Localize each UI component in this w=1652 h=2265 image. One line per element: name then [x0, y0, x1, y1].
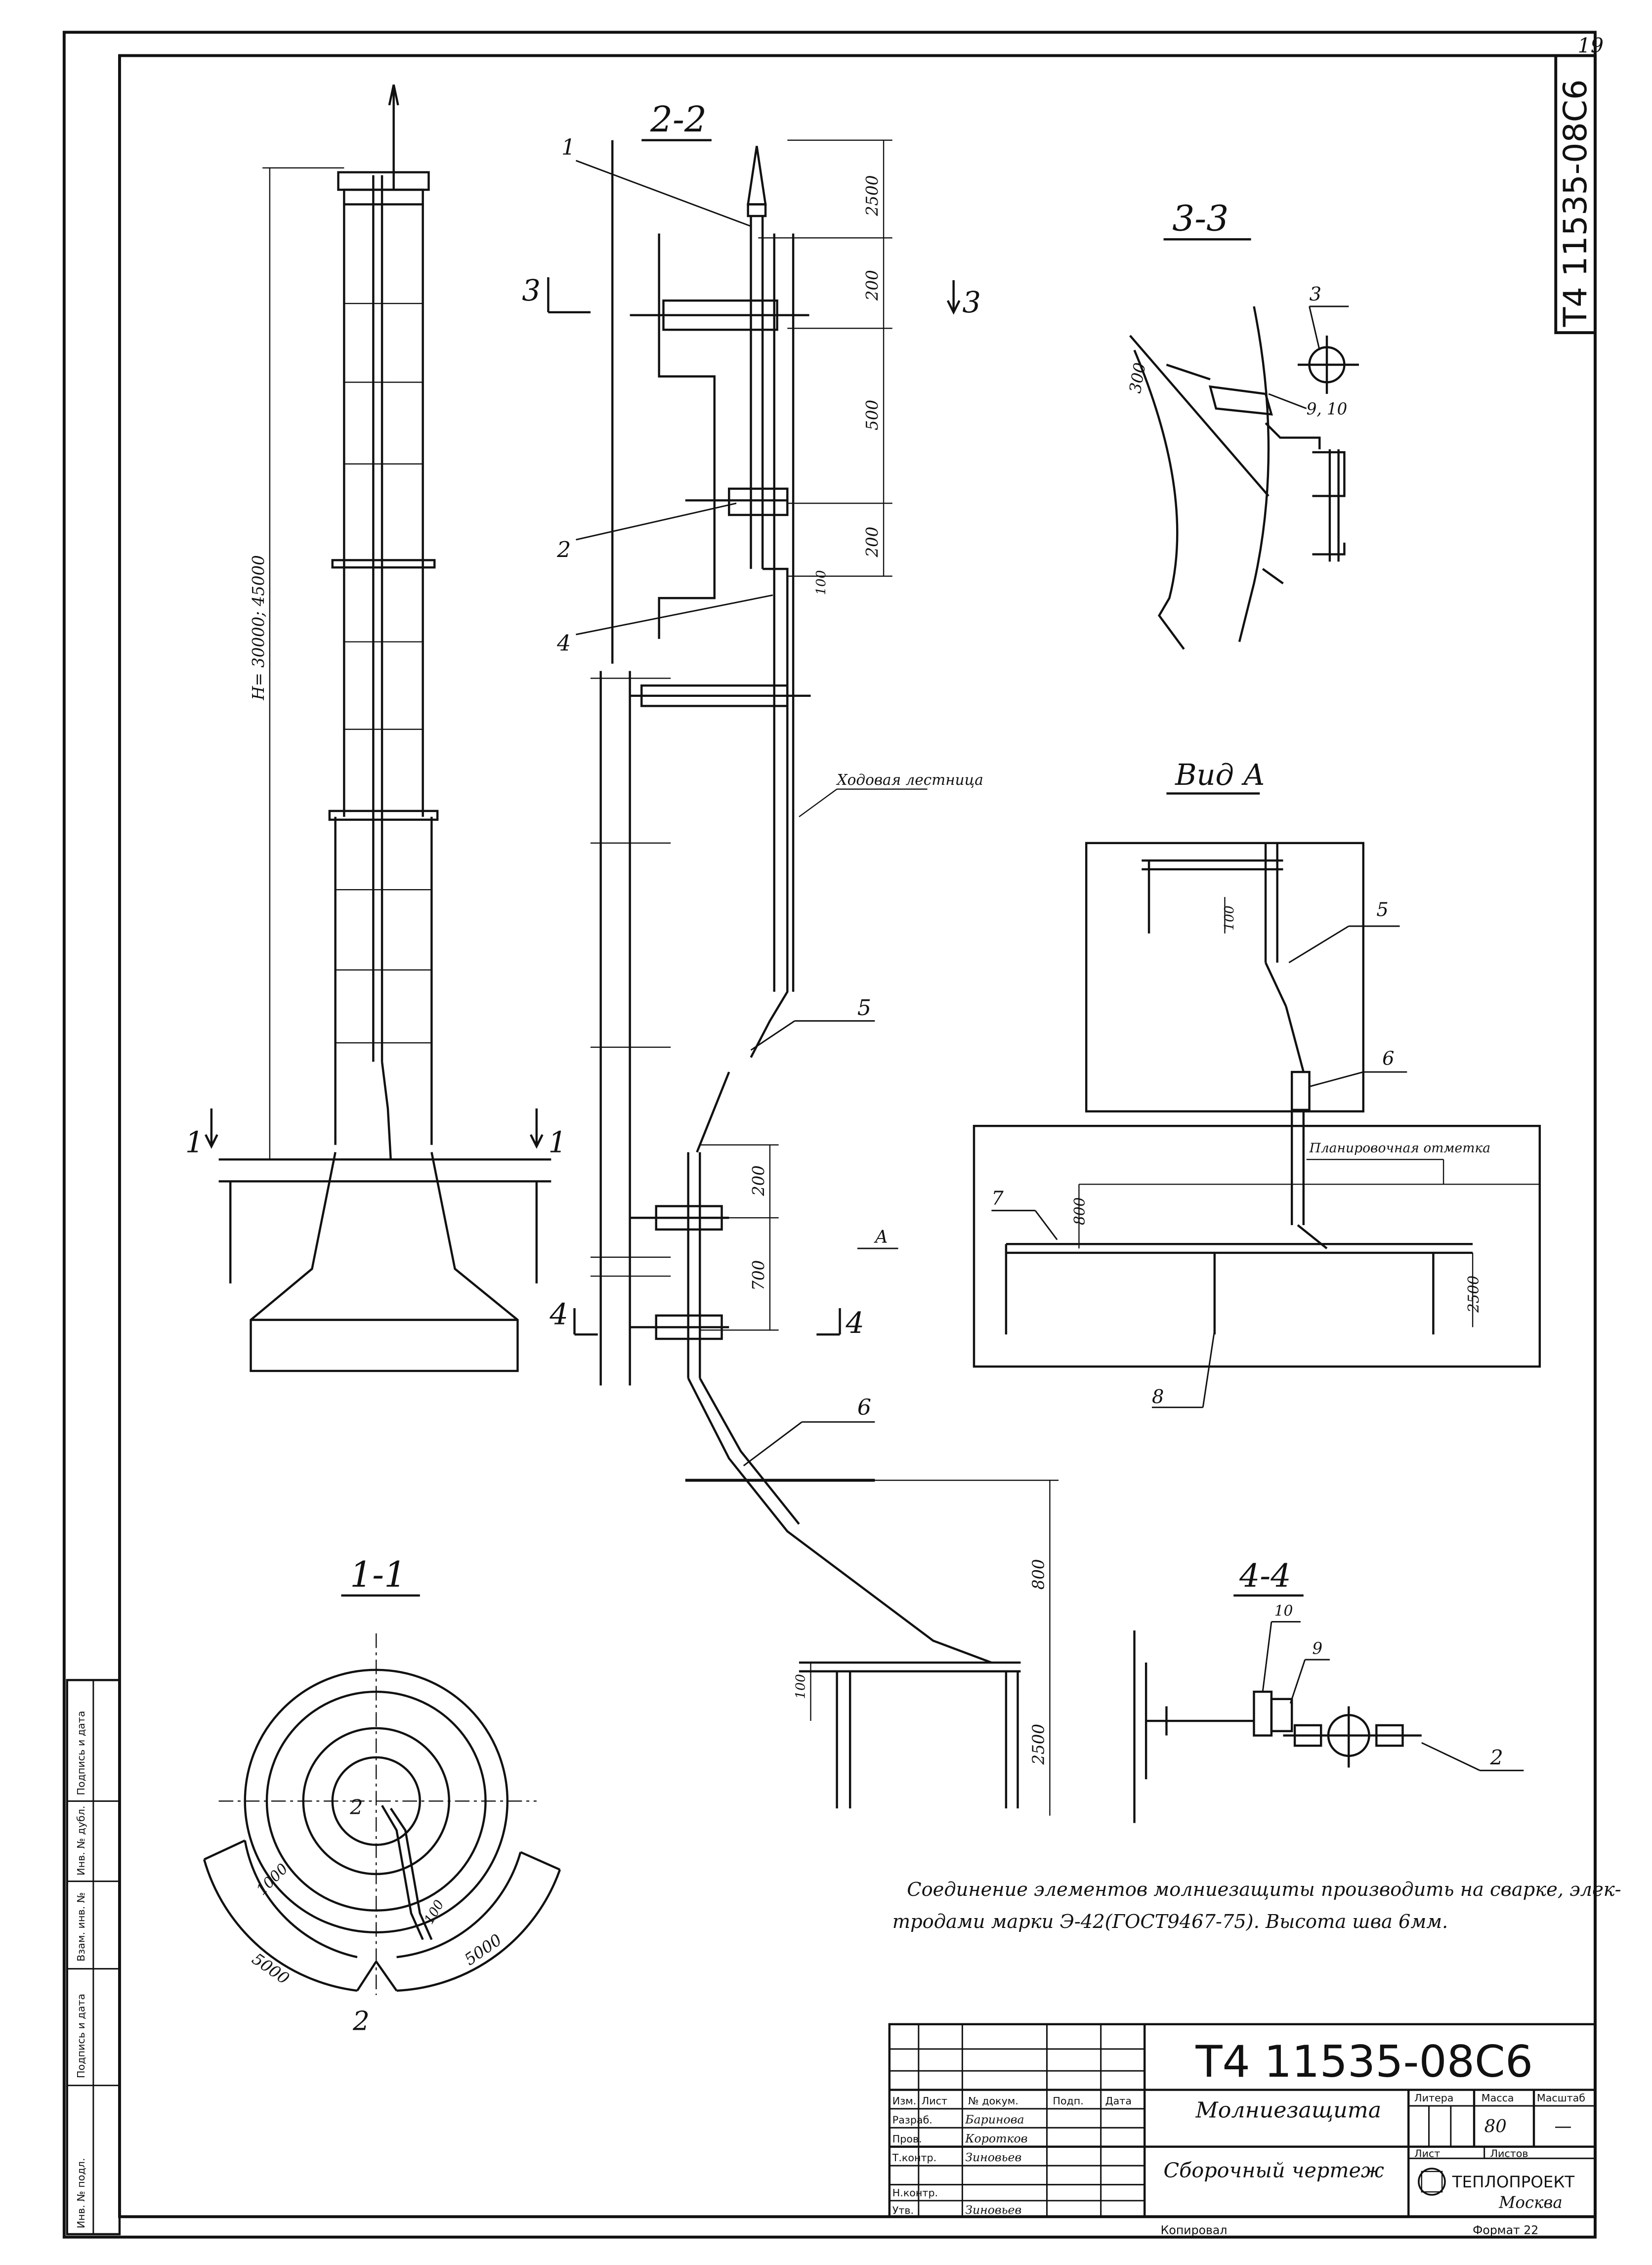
dim-2500-c: 2500 [1465, 1276, 1482, 1313]
section-4-4-title: 4-4 [1239, 1558, 1291, 1595]
note-line-1: Соединение элементов молниезащиты произв… [907, 1879, 1621, 1901]
hdr-masshtab: Масштаб [1537, 2092, 1585, 2104]
stamp-col1: Инв. № подл. [75, 2158, 87, 2228]
callout-10: 10 [1274, 1603, 1293, 1620]
role-utv: Утв. [892, 2204, 914, 2216]
dim-200-b: 200 [863, 527, 882, 558]
title-code: Т4 11535-08С6 [1195, 2036, 1533, 2087]
dim-2500: 2500 [863, 175, 882, 217]
section-1-1-title: 1-1 [350, 1554, 406, 1595]
ladder-label: Ходовая лестница [836, 771, 983, 788]
cut-4-left: 4 [549, 1297, 568, 1331]
corner-code: Т4 11535-08С6 [1557, 80, 1594, 328]
role-razrab: Разраб. [892, 2114, 932, 2126]
cut-1-marks [205, 1108, 544, 1149]
section-2-2-drawing [590, 139, 1059, 1816]
callout-5-a: 5 [1376, 898, 1388, 921]
org-name: ТЕПЛОПРОЕКТ [1452, 2173, 1575, 2191]
chimney-elevation [218, 85, 551, 1372]
dim-100-c: 100 [1222, 905, 1237, 931]
stamp-col5: Подпись и дата [75, 1711, 87, 1795]
org-logo [1418, 2168, 1446, 2196]
dim-100-b: 100 [793, 1674, 808, 1699]
mass-value: 80 [1484, 2116, 1507, 2137]
hdr-data: Дата [1105, 2095, 1132, 2107]
stamp-col3: Взам. инв. № [75, 1892, 87, 1962]
callout-1: 1 [561, 135, 575, 160]
dim-500: 500 [863, 400, 882, 430]
hdr-sheets: Листов [1490, 2147, 1528, 2159]
name-tkontr: Зиновьев [965, 2150, 1021, 2164]
title-subtitle: Сборочный чертеж [1164, 2159, 1384, 2182]
mark-a: А [873, 1227, 888, 1247]
callout-3: 3 [1310, 283, 1321, 305]
callout-6-a: 6 [1382, 1047, 1394, 1069]
dim-800-b: 800 [1071, 1197, 1088, 1225]
org-city: Москва [1498, 2193, 1563, 2212]
section-3-3-title: 3-3 [1172, 198, 1228, 239]
title-name: Молниезащита [1195, 2098, 1381, 2123]
height-dimension: Н= 30000; 45000 [249, 555, 268, 700]
mark-2-bottom: 2 [352, 2006, 370, 2037]
hdr-izm: Изм. [892, 2095, 917, 2107]
scale-value: — [1554, 2116, 1571, 2137]
role-tkontr: Т.контр. [892, 2152, 936, 2164]
callout-4: 4 [556, 631, 571, 656]
cut-3-right: 3 [962, 285, 981, 319]
title-block [888, 2023, 1597, 2218]
hdr-podp: Подп. [1053, 2095, 1083, 2107]
cut-4-right: 4 [845, 1306, 864, 1340]
dim-200-a: 200 [863, 270, 882, 301]
callout-8: 8 [1152, 1386, 1164, 1408]
hdr-sheet: Лист [1414, 2147, 1440, 2159]
role-nkontr: Н.контр. [892, 2187, 938, 2199]
section-1-1-drawing [203, 1633, 561, 1995]
kopiroval: Копировал [1161, 2223, 1228, 2237]
dim-100-a: 100 [813, 570, 829, 595]
page-number: 19 [1578, 34, 1604, 58]
stamp-col4: Инв. № дубл. [75, 1806, 87, 1876]
view-a-title: Вид А [1175, 758, 1265, 792]
hdr-litera: Литера [1414, 2092, 1453, 2104]
callout-5: 5 [857, 995, 871, 1021]
planning-mark: Планировочная отметка [1309, 1140, 1490, 1155]
sheet-frame [62, 31, 1597, 2239]
name-utv: Зиновьев [965, 2203, 1021, 2217]
section-3-3-drawing [1129, 306, 1359, 650]
note-line-2: тродами марки Э-42(ГОСТ9467-75). Высота … [892, 1911, 1448, 1933]
name-razrab: Баринова [965, 2112, 1024, 2126]
dim-800-a: 800 [1029, 1559, 1048, 1590]
dim-2500-b: 2500 [1029, 1724, 1048, 1765]
callout-7: 7 [991, 1188, 1004, 1210]
cut-1-right: 1 [548, 1125, 567, 1159]
role-prov: Пров. [892, 2133, 922, 2145]
name-prov: Коротков [965, 2132, 1027, 2145]
callout-2: 2 [556, 537, 571, 562]
callout-9: 9 [1313, 1639, 1323, 1658]
side-stamp: Инв. № подл. Подпись и дата Взам. инв. №… [66, 1679, 121, 2235]
section-2-2-title: 2-2 [650, 99, 707, 140]
dim-200-c: 200 [749, 1165, 768, 1197]
dim-700: 700 [749, 1260, 768, 1291]
callout-6: 6 [857, 1395, 871, 1420]
callout-9-10: 9, 10 [1307, 399, 1348, 418]
hdr-list: Лист [922, 2095, 947, 2107]
stamp-col2: Подпись и дата [75, 1994, 87, 2078]
hdr-massa: Масса [1482, 2092, 1514, 2104]
view-a-drawing [973, 842, 1541, 1368]
hdr-doc: № докум. [968, 2095, 1018, 2107]
format: Формат 22 [1473, 2223, 1538, 2237]
callout-2-b: 2 [1489, 1746, 1503, 1770]
corner-code-stamp: Т4 11535-08С6 [1554, 54, 1597, 335]
section-4-4-drawing [1133, 1630, 1422, 1823]
cut-3-left: 3 [522, 273, 541, 307]
cut-1-left: 1 [185, 1125, 204, 1159]
mark-2-center: 2 [349, 1795, 363, 1819]
